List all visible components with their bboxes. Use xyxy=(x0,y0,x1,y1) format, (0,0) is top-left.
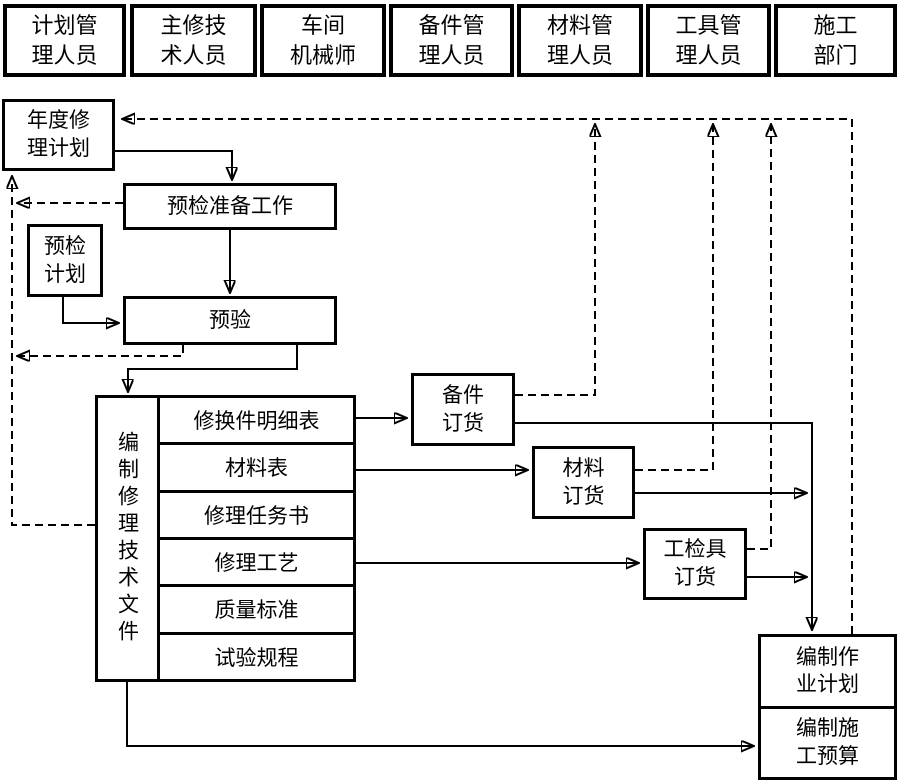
connector-material-feedback xyxy=(635,125,713,471)
connector-preacceptance-feedback xyxy=(18,345,184,356)
doc-row-quality-standard: 质量标准 xyxy=(160,587,353,635)
connector-preacceptance-to-docs xyxy=(128,345,298,391)
connector-feedback-top xyxy=(123,119,853,634)
lane-header-construction-dept: 施工 部门 xyxy=(774,4,897,77)
node-preinspection-prep-work: 预检准备工作 xyxy=(123,183,337,230)
connector-spare-feedback xyxy=(515,125,595,396)
node-material-order: 材料 订货 xyxy=(532,446,635,519)
connector-left-feedback xyxy=(12,177,95,526)
doc-row-parts-detail-list: 修换件明细表 xyxy=(160,398,353,446)
node-compile-repair-tech-documents: 编制修理技术文件 修换件明细表 材料表 修理任务书 修理工艺 质量标准 试验规程 xyxy=(95,395,356,682)
connector-spare-order-to-operation-plan xyxy=(515,422,812,629)
doc-compilation-rows: 修换件明细表 材料表 修理任务书 修理工艺 质量标准 试验规程 xyxy=(160,398,353,679)
node-spare-parts-order: 备件 订货 xyxy=(411,373,515,446)
doc-row-material-list: 材料表 xyxy=(160,445,353,493)
connector-tool-feedback xyxy=(747,125,771,550)
lane-header-material-staff: 材料管 理人员 xyxy=(517,4,643,77)
lane-header-tool-staff: 工具管 理人员 xyxy=(646,4,771,77)
lane-header-workshop-mechanic: 车间 机械师 xyxy=(260,4,386,77)
doc-compilation-title: 编制修理技术文件 xyxy=(98,398,160,679)
node-output-plans: 编制作 业计划 编制施 工预算 xyxy=(758,634,897,780)
connector-plan-to-preacceptance xyxy=(62,297,118,323)
lane-header-chief-repair-tech: 主修技 术人员 xyxy=(130,4,257,77)
doc-row-test-procedure: 试验规程 xyxy=(214,645,299,670)
lane-header-planning-staff: 计划管 理人员 xyxy=(3,4,126,77)
lane-header-spare-parts-staff: 备件管 理人员 xyxy=(389,4,514,77)
node-compile-construction-budget: 编制施 工预算 xyxy=(796,716,859,768)
connector-docs-to-budget xyxy=(126,682,753,746)
doc-row-repair-process: 修理工艺 xyxy=(160,540,353,588)
node-preacceptance: 预验 xyxy=(123,296,337,345)
node-compile-operation-plan: 编制作 业计划 xyxy=(761,637,894,709)
node-tool-gauge-order: 工检具 订货 xyxy=(643,528,747,600)
node-annual-repair-plan: 年度修 理计划 xyxy=(2,99,115,171)
connector-annual-to-prep xyxy=(115,150,232,179)
doc-row-repair-task-book: 修理任务书 xyxy=(160,493,353,540)
node-preinspection-plan: 预检 计划 xyxy=(27,224,103,297)
